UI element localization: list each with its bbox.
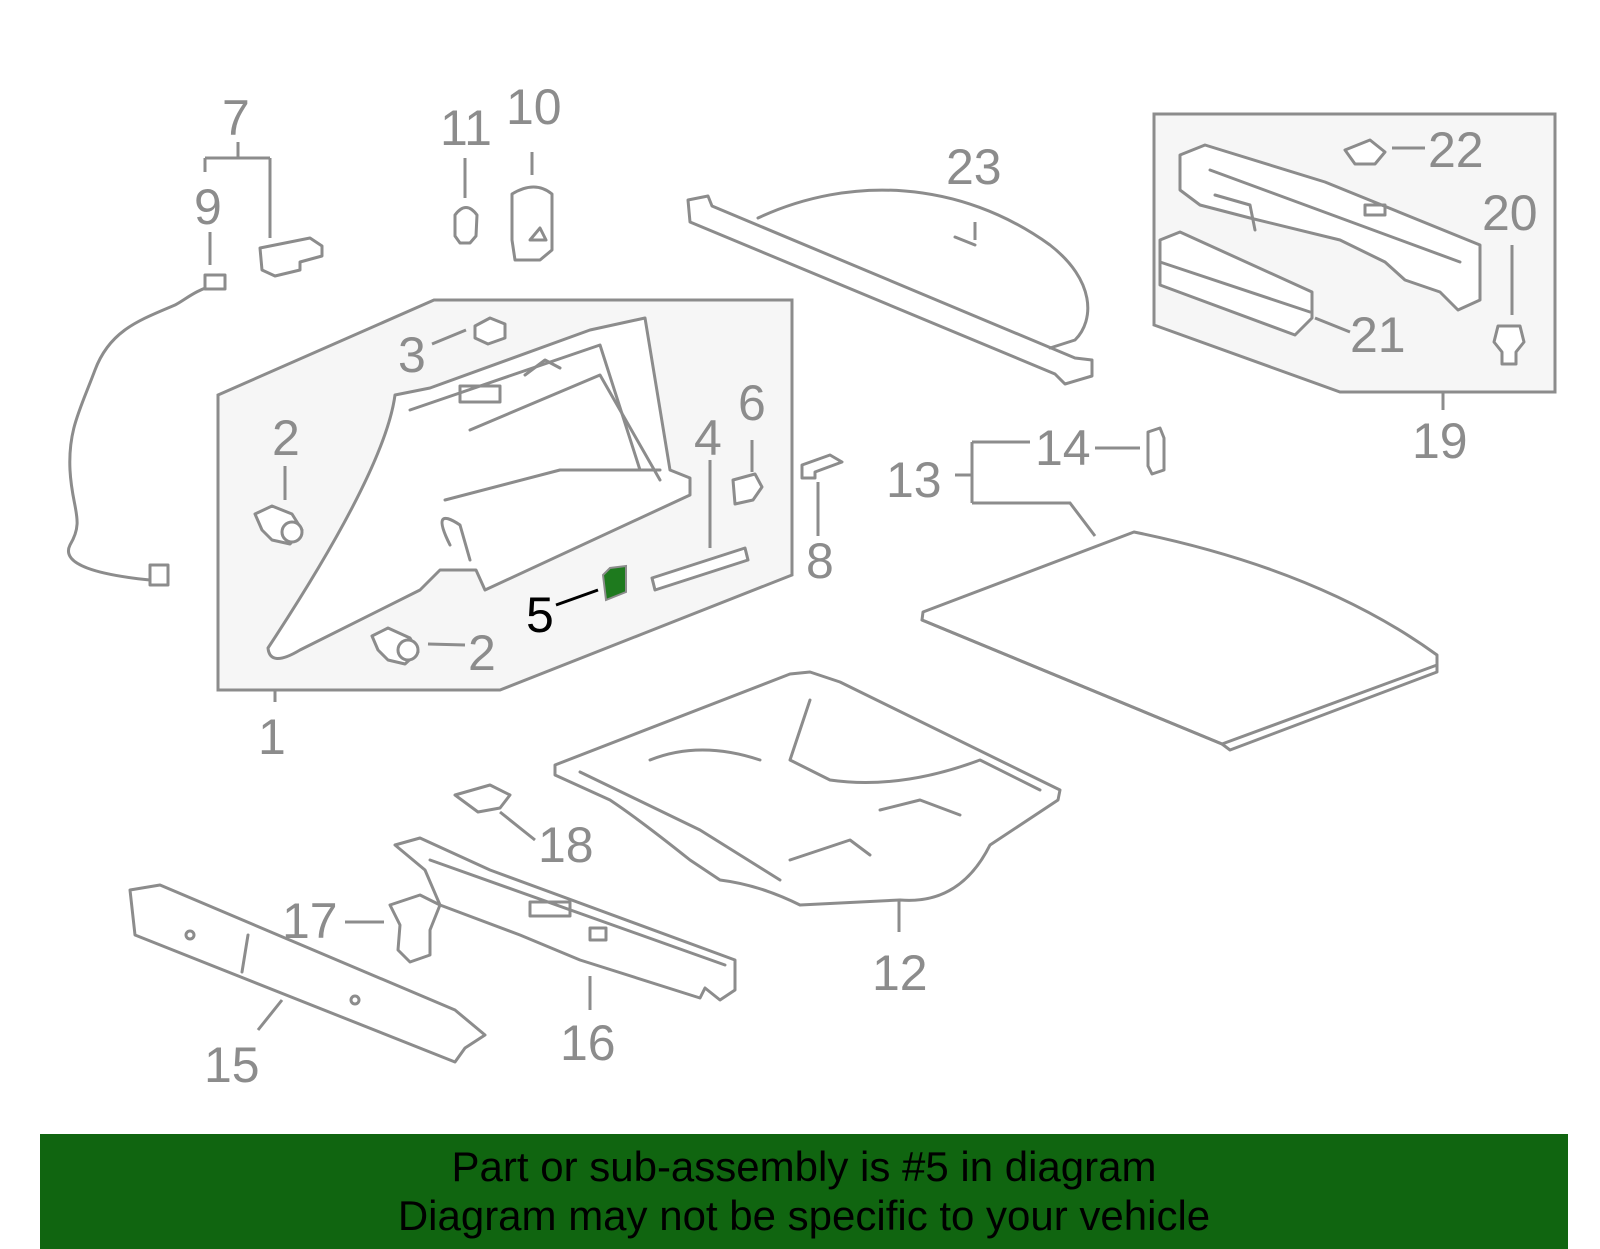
callout-5: 5 <box>526 587 554 643</box>
fastener-part-2-lower <box>370 626 420 666</box>
clip-part-14 <box>1146 426 1166 476</box>
floor-board-part-13 <box>920 530 1439 752</box>
spare-tire-well-part-12 <box>553 670 1062 907</box>
bracket-part-17 <box>388 893 442 964</box>
banner-line-1: Part or sub-assembly is #5 in diagram <box>451 1143 1157 1190</box>
callout-11: 11 <box>440 100 492 156</box>
highlighted-part-5 <box>601 564 627 602</box>
callouts: 7 9 11 10 23 22 20 21 19 3 2 2 4 6 8 5 1… <box>194 79 1538 1093</box>
callout-21: 21 <box>1350 307 1406 363</box>
callout-2-upper: 2 <box>272 410 300 466</box>
part-5-shape <box>601 564 627 602</box>
reinforcement-part-21 <box>1158 230 1314 337</box>
light-part-10 <box>510 185 554 262</box>
callout-2-lower: 2 <box>468 625 496 681</box>
cargo-cover-part-23 <box>686 188 1094 386</box>
callout-4: 4 <box>694 410 722 466</box>
callout-15: 15 <box>204 1037 260 1093</box>
callout-23: 23 <box>946 139 1002 195</box>
callout-14: 14 <box>1035 420 1091 476</box>
clip-part-3 <box>473 316 507 346</box>
rear-panel-part-19 <box>1178 143 1482 312</box>
callout-9: 9 <box>194 179 222 235</box>
callout-6: 6 <box>738 375 766 431</box>
quarter-trim-panel-part-1 <box>266 316 692 660</box>
clip-part-22 <box>1343 138 1387 166</box>
callout-22: 22 <box>1428 122 1484 178</box>
pad-part-6 <box>731 472 764 506</box>
callout-19: 19 <box>1412 413 1468 469</box>
fastener-part-2-upper <box>253 504 304 546</box>
sill-plate-part-15 <box>128 883 487 1064</box>
callout-12: 12 <box>872 945 928 1001</box>
wire-harness-part <box>67 273 227 587</box>
clip-part-7 <box>258 236 324 278</box>
clip-part-20 <box>1492 324 1526 366</box>
info-banner: Part or sub-assembly is #5 in diagram Di… <box>40 1134 1568 1249</box>
bulb-part-11 <box>453 206 479 245</box>
banner-line-2: Diagram may not be specific to your vehi… <box>397 1192 1211 1239</box>
clip-part-18 <box>453 783 512 814</box>
callout-13: 13 <box>886 452 942 508</box>
callout-1: 1 <box>258 709 286 765</box>
callout-16: 16 <box>560 1015 616 1071</box>
callout-17: 17 <box>282 893 338 949</box>
leader-part-5 <box>555 588 599 607</box>
callout-10: 10 <box>506 79 562 135</box>
callout-7: 7 <box>222 90 250 146</box>
leader-lines <box>203 142 1514 1031</box>
callout-3: 3 <box>398 327 426 383</box>
callout-18: 18 <box>538 817 594 873</box>
bracket-part-8 <box>800 453 844 480</box>
callout-20: 20 <box>1482 185 1538 241</box>
callout-8: 8 <box>806 533 834 589</box>
strip-part-4 <box>650 546 750 592</box>
